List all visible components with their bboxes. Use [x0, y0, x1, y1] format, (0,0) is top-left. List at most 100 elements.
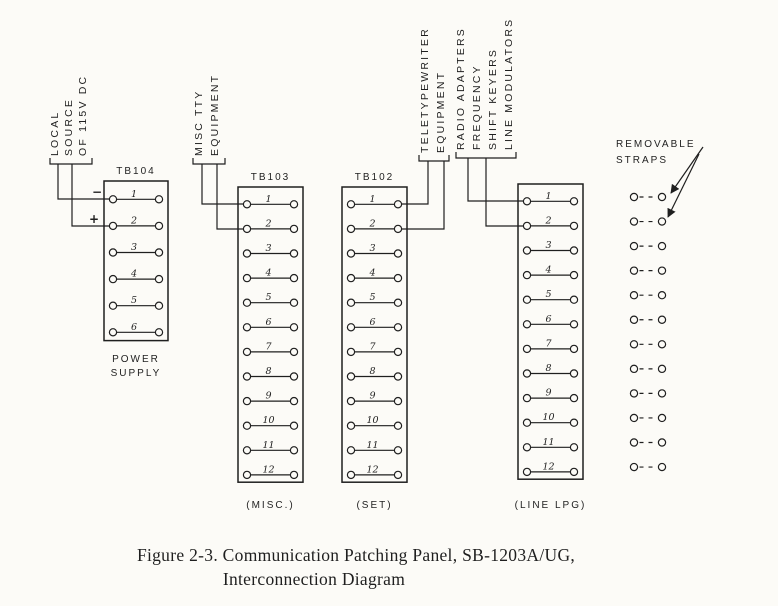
terminal-left: [242, 273, 252, 283]
terminal-right: [569, 320, 579, 329]
label-bracket: [455, 152, 517, 159]
figure-caption-line1: Figure 2-3. Communication Patching Panel…: [137, 545, 575, 565]
terminal-number: 6: [369, 317, 375, 328]
terminal-number: 1: [369, 194, 375, 205]
removable-strap-pair: [629, 438, 667, 447]
block-outline: [341, 186, 408, 483]
terminal-left: [108, 221, 118, 231]
removable-strap-pair: [629, 291, 667, 300]
terminal-right: [569, 393, 579, 403]
strap-pointer-arrow-1: [670, 146, 704, 194]
wire-tty-to-tb102-2: [401, 161, 445, 230]
terminal-left: [108, 301, 118, 310]
removable-straps-column: [629, 192, 667, 472]
vertical-label-source: SOURCE: [63, 98, 75, 156]
terminal-right: [569, 467, 579, 477]
vertical-label-frequency: FREQUENCY: [471, 64, 483, 150]
terminal-number: 12: [262, 464, 274, 475]
polarity-plus: +: [89, 212, 99, 226]
label-bracket: [49, 158, 93, 165]
wire-local-to-tb104-2: [71, 164, 110, 227]
terminal-number: 3: [545, 240, 551, 251]
strap-terminal-left: [629, 266, 639, 275]
terminal-left: [242, 446, 252, 455]
block-caption: SUPPLY: [111, 368, 162, 379]
terminal-left: [242, 323, 252, 332]
block-caption: (LINE LPG): [515, 500, 587, 511]
block-caption: POWER: [112, 354, 160, 365]
terminal-left: [108, 195, 118, 204]
terminal-right: [393, 298, 403, 307]
removable-strap-pair: [629, 340, 667, 349]
terminal-right: [569, 344, 579, 354]
strap-terminal-right: [657, 217, 667, 226]
terminal-right: [393, 470, 403, 480]
terminal-number: 5: [265, 292, 271, 303]
terminal-right: [154, 328, 164, 337]
terminal-number: 10: [542, 412, 554, 423]
terminal-left: [108, 248, 118, 257]
terminal-left: [242, 224, 252, 234]
strap-terminal-right: [657, 291, 667, 300]
terminal-blocks: TB104123456POWERSUPPLYTB1031234567891011…: [103, 166, 587, 511]
terminal-right: [289, 200, 299, 209]
strap-terminal-left: [629, 462, 639, 472]
terminal-number: 10: [366, 415, 378, 426]
removable-strap-pair: [629, 266, 667, 275]
strap-terminal-left: [629, 291, 639, 300]
terminal-left: [522, 393, 532, 403]
terminal-number: 8: [369, 366, 375, 377]
terminal-number: 1: [131, 189, 137, 200]
terminal-right: [393, 421, 403, 430]
terminal-left: [242, 372, 252, 381]
terminal-number: 1: [545, 191, 551, 202]
block-outline: [517, 183, 584, 480]
terminal-left: [242, 396, 252, 406]
terminal-right: [569, 369, 579, 378]
removable-straps-label-line2: STRAPS: [616, 155, 668, 166]
terminal-left: [346, 372, 356, 381]
block-outline: [237, 186, 304, 483]
block-title: TB103: [251, 172, 290, 183]
block-outline: [103, 180, 169, 342]
terminal-right: [569, 443, 579, 452]
terminal-left: [346, 446, 356, 455]
polarity-minus: −: [92, 185, 102, 199]
wire-local-to-tb104-1: [57, 164, 110, 200]
terminal-number: 8: [545, 363, 551, 374]
terminal-left: [522, 443, 532, 452]
terminal-number: 3: [265, 243, 271, 254]
vertical-label-radio-adapters: RADIO ADAPTERS: [455, 27, 467, 150]
terminal-number: 6: [545, 314, 551, 325]
terminal-left: [522, 270, 532, 280]
terminal-number: 4: [544, 265, 551, 276]
terminal-number: 6: [131, 322, 137, 333]
removable-strap-pair: [629, 389, 667, 398]
terminal-right: [154, 221, 164, 231]
terminal-right: [154, 195, 164, 204]
terminal-right: [569, 197, 579, 206]
terminal-number: 8: [265, 366, 271, 377]
strap-terminal-right: [657, 438, 667, 447]
terminal-right: [289, 298, 299, 307]
terminal-right: [393, 224, 403, 234]
terminal-right: [569, 295, 579, 304]
terminal-number: 4: [130, 269, 137, 280]
terminal-number: 5: [545, 289, 551, 300]
terminal-number: 11: [542, 437, 554, 448]
vertical-label-misc-tty: MISC TTY: [193, 90, 205, 156]
terminal-right: [154, 274, 164, 284]
vertical-label-equipment: EQUIPMENT: [435, 71, 447, 153]
strap-terminal-left: [629, 413, 639, 423]
strap-terminal-left: [629, 315, 639, 324]
terminal-number: 7: [369, 341, 376, 352]
terminal-right: [289, 372, 299, 381]
terminal-right: [289, 421, 299, 430]
terminal-number: 11: [366, 440, 378, 451]
terminal-left: [522, 344, 532, 354]
